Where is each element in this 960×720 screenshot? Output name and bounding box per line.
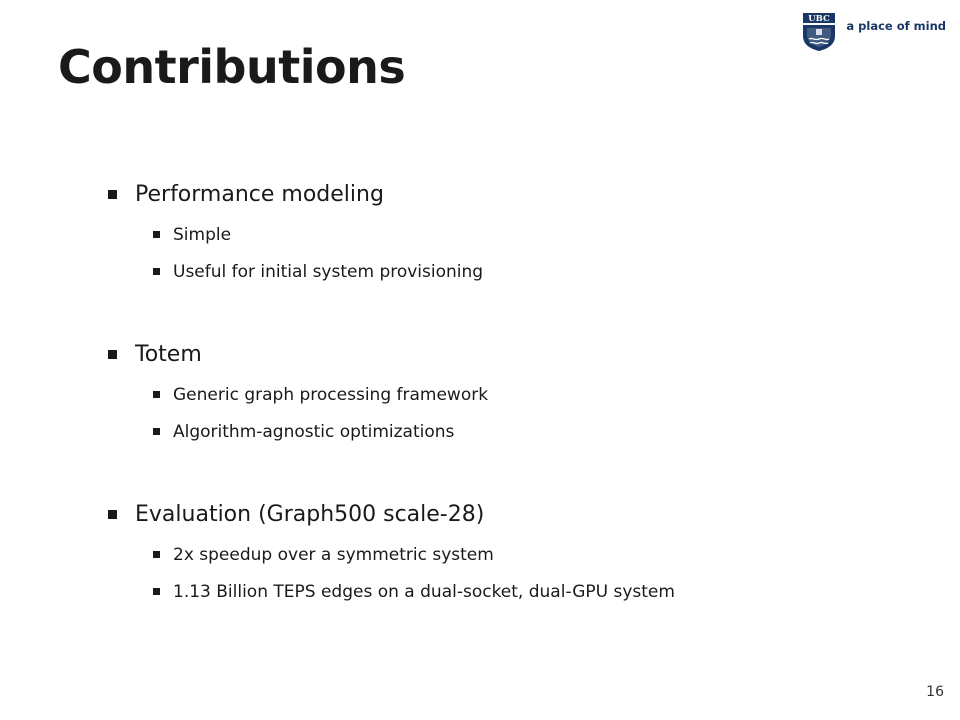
sub-bullet-item: 2x speedup over a symmetric system (153, 536, 908, 573)
page-number: 16 (926, 684, 944, 700)
sub-bullet-item: 1.13 Billion TEPS edges on a dual-socket… (153, 573, 908, 610)
ubc-crest-logo-icon: UBC (803, 13, 836, 51)
ubc-branding: UBC a place of mind (802, 12, 946, 52)
svg-text:UBC: UBC (809, 14, 831, 24)
sub-bullet-text: 1.13 Billion TEPS edges on a dual-socket… (173, 581, 675, 602)
square-bullet-icon (153, 588, 160, 595)
sub-bullet-text: Algorithm-agnostic optimizations (173, 421, 455, 442)
sub-bullet-item: Simple (153, 216, 908, 253)
bullet-heading: Evaluation (Graph500 scale-28) (135, 501, 485, 527)
square-bullet-icon (153, 551, 160, 558)
section-performance-modeling: Performance modeling Simple Useful for i… (108, 172, 908, 290)
section-evaluation: Evaluation (Graph500 scale-28) 2x speedu… (108, 492, 908, 610)
square-bullet-icon (153, 268, 160, 275)
sub-bullet-item: Algorithm-agnostic optimizations (153, 413, 908, 450)
sub-bullet-list: 2x speedup over a symmetric system 1.13 … (108, 536, 908, 610)
bullet-item: Totem (108, 332, 908, 376)
square-bullet-icon (108, 189, 117, 199)
square-bullet-icon (153, 231, 160, 238)
bullet-content: Performance modeling Simple Useful for i… (108, 172, 908, 610)
square-bullet-icon (153, 391, 160, 398)
tagline: a place of mind (846, 19, 946, 33)
bullet-item: Evaluation (Graph500 scale-28) (108, 492, 908, 536)
section-totem: Totem Generic graph processing framework… (108, 332, 908, 450)
bullet-item: Performance modeling (108, 172, 908, 216)
sub-bullet-list: Simple Useful for initial system provisi… (108, 216, 908, 290)
square-bullet-icon (108, 509, 117, 519)
bullet-heading: Totem (135, 341, 202, 367)
sub-bullet-text: 2x speedup over a symmetric system (173, 544, 494, 565)
bullet-heading: Performance modeling (135, 181, 384, 207)
sub-bullet-text: Generic graph processing framework (173, 384, 489, 405)
sub-bullet-item: Generic graph processing framework (153, 376, 908, 413)
square-bullet-icon (153, 428, 160, 435)
sub-bullet-list: Generic graph processing framework Algor… (108, 376, 908, 450)
sub-bullet-text: Useful for initial system provisioning (173, 261, 484, 282)
square-bullet-icon (108, 349, 117, 359)
slide-title: Contributions (58, 40, 406, 94)
sub-bullet-item: Useful for initial system provisioning (153, 253, 908, 290)
sub-bullet-text: Simple (173, 224, 232, 245)
